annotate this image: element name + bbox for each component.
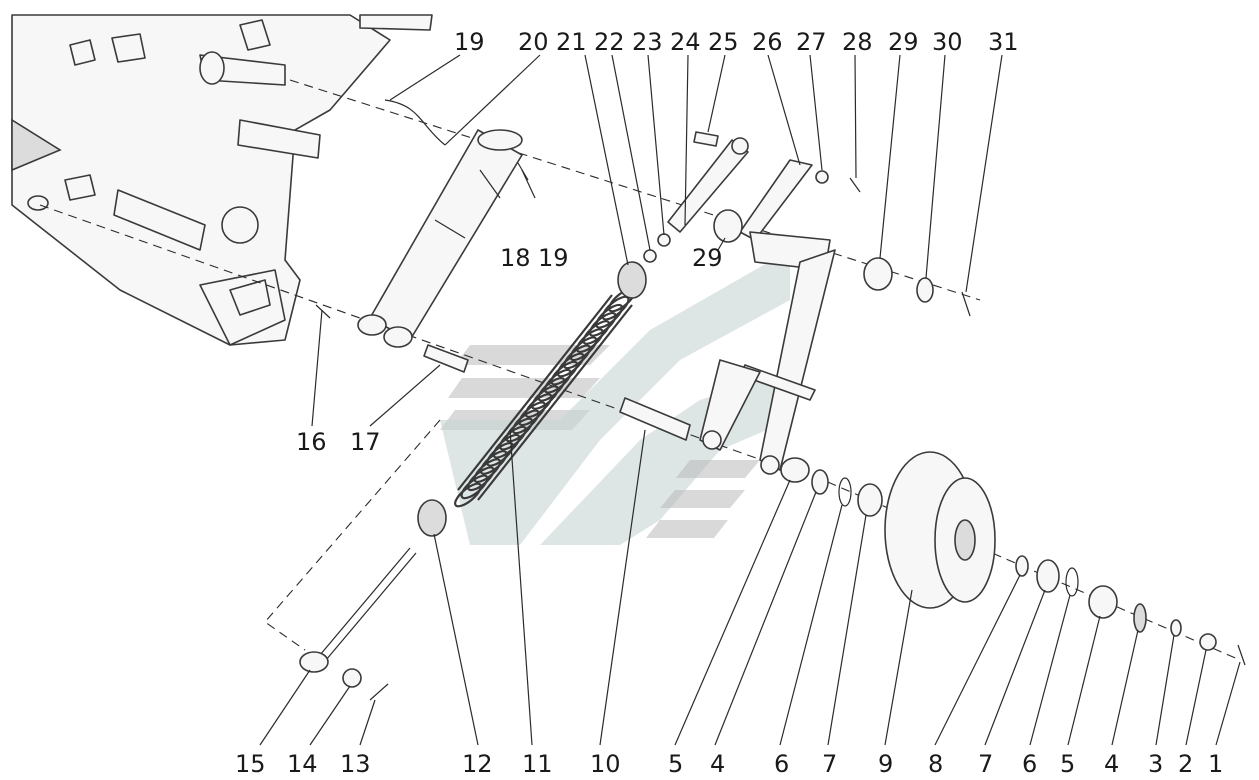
label-7-right: 7 [978, 750, 993, 778]
frame-bracket [11, 14, 433, 346]
label-2: 2 [1178, 750, 1193, 778]
label-19-top: 19 [454, 28, 485, 56]
link-24 [667, 137, 749, 233]
label-31: 31 [988, 28, 1019, 56]
part-number-labels: 19 20 21 22 23 24 25 26 27 28 29 30 31 1… [235, 28, 1223, 778]
spring-end-top [617, 261, 647, 299]
label-27: 27 [796, 28, 827, 56]
label-5-left: 5 [668, 750, 683, 778]
hydraulic-cylinder [357, 129, 523, 348]
label-12: 12 [462, 750, 493, 778]
spring [454, 287, 636, 508]
label-28: 28 [842, 28, 873, 56]
label-22: 22 [594, 28, 625, 56]
label-24: 24 [670, 28, 701, 56]
lower-axis-parts [780, 457, 1246, 666]
bushing-29-left [713, 209, 743, 243]
bushing-29-right [863, 257, 893, 291]
label-6-left: 6 [774, 750, 789, 778]
label-14: 14 [287, 750, 318, 778]
spring-coil [454, 482, 482, 508]
cotter-28 [849, 177, 861, 193]
label-19-mid: 19 [538, 244, 569, 272]
washer-30 [916, 277, 934, 303]
leader-lines [259, 54, 1241, 746]
label-5-right: 5 [1060, 750, 1075, 778]
label-16: 16 [296, 428, 327, 456]
pulley-9 [884, 451, 996, 609]
label-26: 26 [752, 28, 783, 56]
label-13: 13 [340, 750, 371, 778]
eye-bolt-15 [299, 547, 417, 673]
label-10: 10 [590, 750, 621, 778]
label-7-left: 7 [822, 750, 837, 778]
label-4-right: 4 [1104, 750, 1119, 778]
label-23: 23 [632, 28, 663, 56]
cotter-31 [961, 291, 971, 317]
label-15: 15 [235, 750, 266, 778]
pin-13 [369, 683, 389, 701]
cotter-16 [315, 304, 331, 319]
axle-10 [619, 397, 691, 441]
pin-17 [423, 344, 469, 373]
label-6-right: 6 [1022, 750, 1037, 778]
label-8: 8 [928, 750, 943, 778]
spring-end-bottom [417, 499, 447, 537]
label-30: 30 [932, 28, 963, 56]
label-1: 1 [1208, 750, 1223, 778]
label-18: 18 [500, 244, 531, 272]
pin-25 [693, 131, 719, 147]
label-20: 20 [518, 28, 549, 56]
label-29-mid: 29 [692, 244, 723, 272]
label-17: 17 [350, 428, 381, 456]
label-21: 21 [556, 28, 587, 56]
washer-14 [342, 668, 362, 688]
label-29-top: 29 [888, 28, 919, 56]
hose [384, 99, 446, 146]
lever-arm [699, 159, 836, 475]
label-4-left: 4 [710, 750, 725, 778]
label-25: 25 [708, 28, 739, 56]
label-3: 3 [1148, 750, 1163, 778]
label-11: 11 [522, 750, 553, 778]
washer-27 [815, 170, 829, 184]
label-9: 9 [878, 750, 893, 778]
